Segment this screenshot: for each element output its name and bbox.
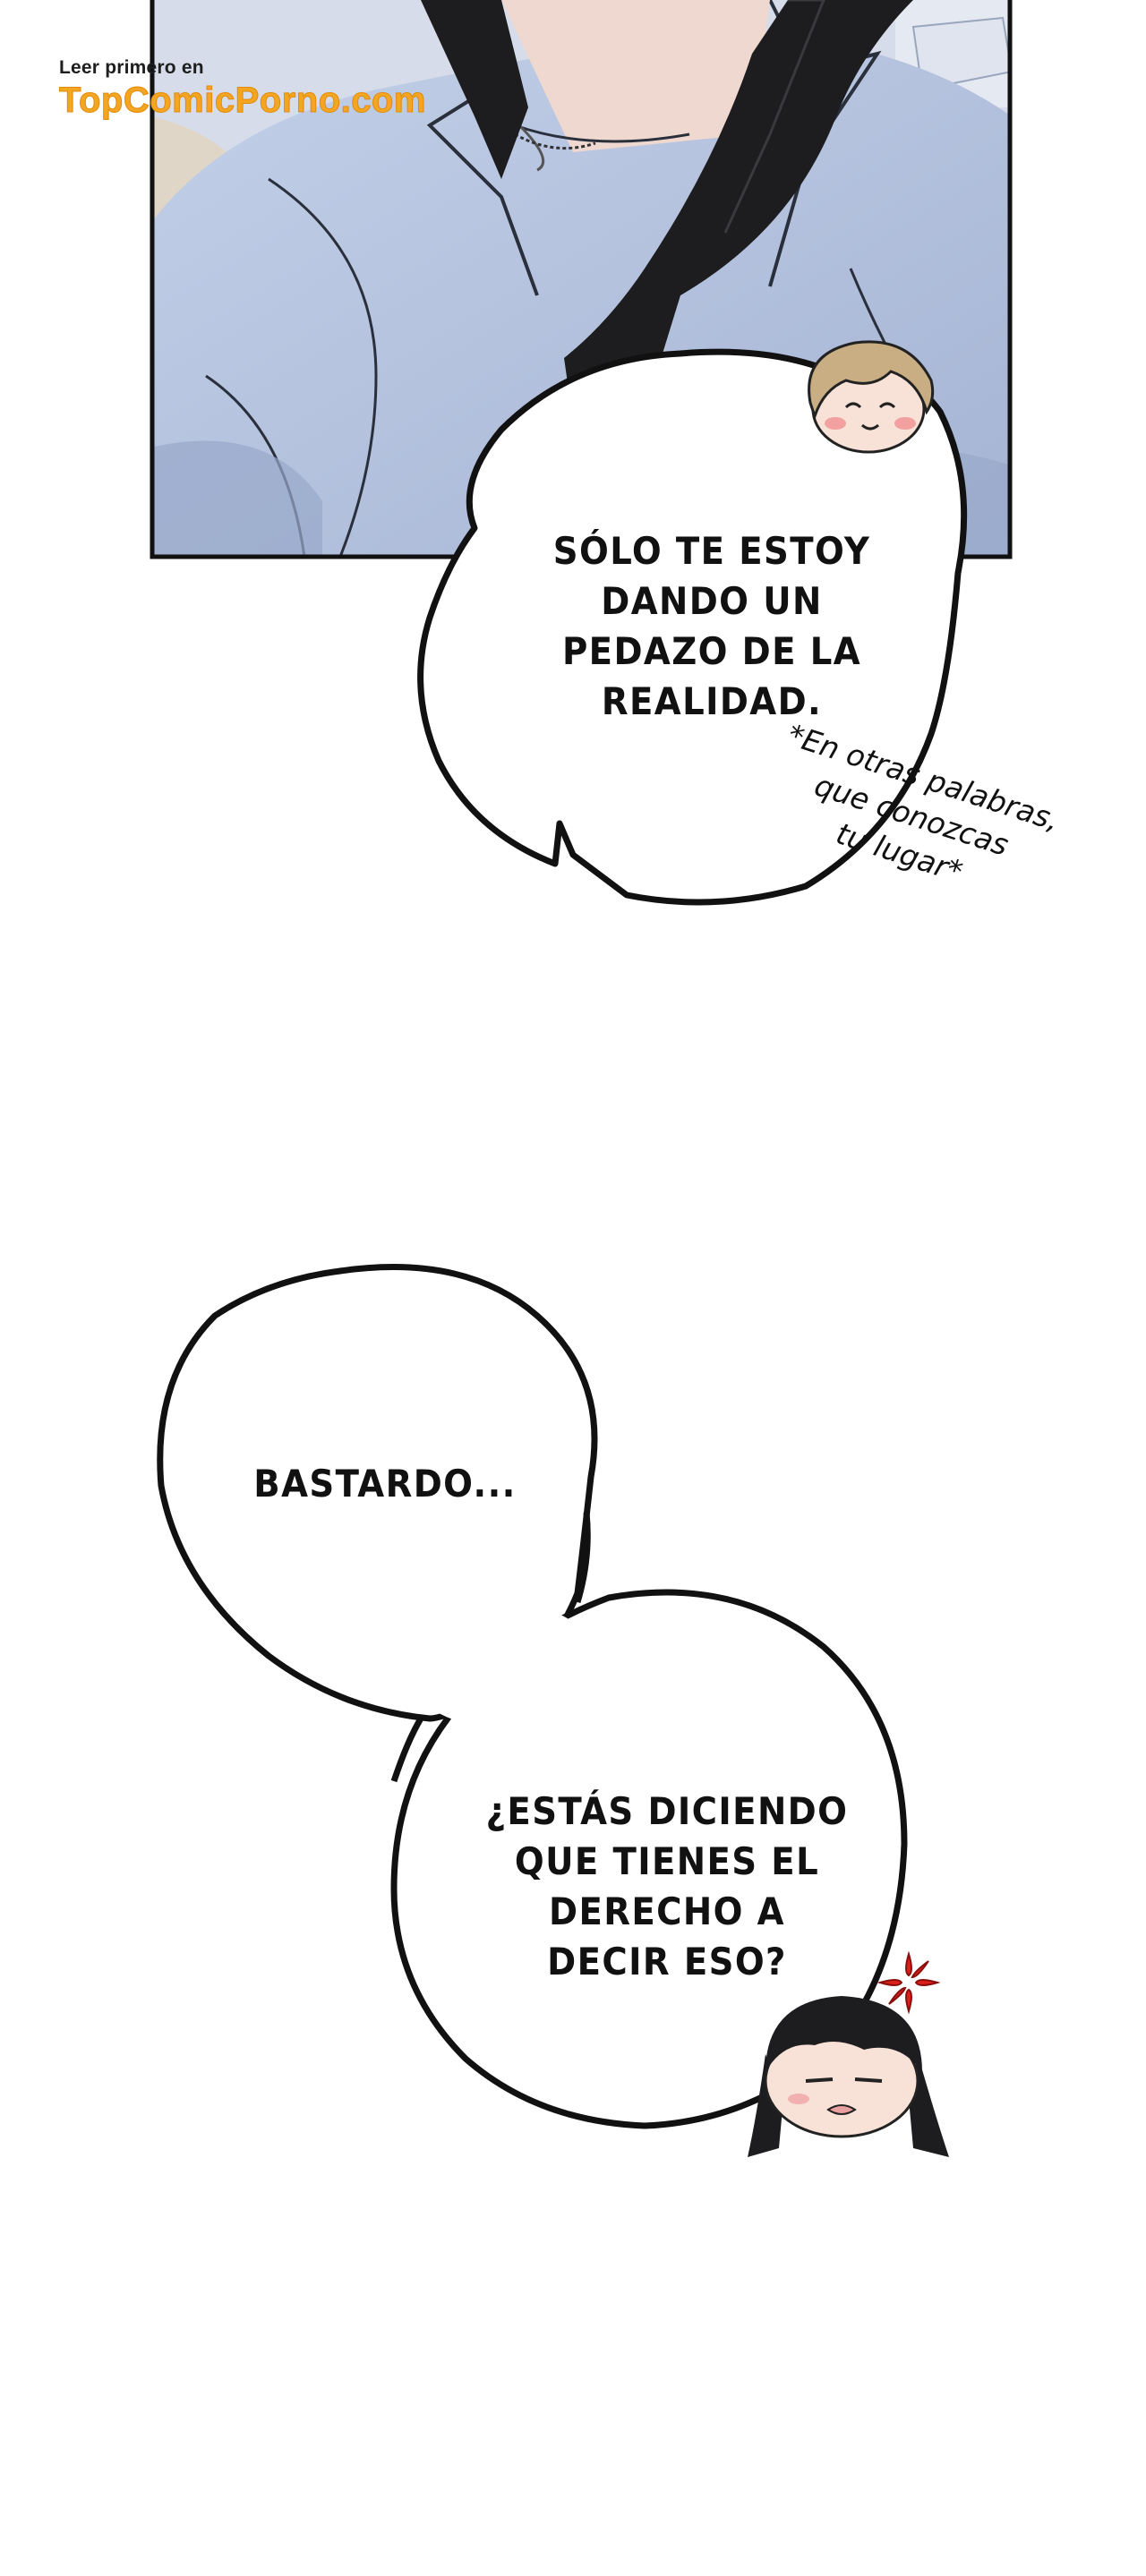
anger-mark-icon [877, 1950, 941, 2015]
watermark-site: TopComicPorno.com [59, 81, 426, 121]
bubble-line: ¿ESTÁS DICIENDO [485, 1789, 849, 1833]
bubble-line: DERECHO A [549, 1889, 785, 1933]
chibi-girl-icon [748, 1996, 949, 2157]
bubble-3-text: ¿ESTÁS DICIENDO QUE TIENES EL DERECHO A … [469, 1787, 865, 1987]
bubble-line: REALIDAD. [601, 679, 823, 723]
chibi-boy-icon [808, 340, 935, 454]
hair [421, 0, 528, 179]
bubble-1-text: SÓLO TE ESTOY DANDO UN PEDAZO DE LA REAL… [518, 526, 905, 727]
bubble-line: DANDO UN [601, 579, 823, 623]
watermark-caption: Leer primero en [59, 57, 204, 78]
bubble-line: BASTARDO... [253, 1462, 517, 1506]
bubble-line: SÓLO TE ESTOY [552, 529, 871, 573]
watermark: Leer primero en TopComicPorno.com [59, 57, 426, 121]
bubble-2-text: BASTARDO... [220, 1459, 550, 1509]
bubble-line: QUE TIENES EL [514, 1839, 820, 1883]
bubble-line: DECIR ESO? [547, 1940, 787, 1983]
bubble-line: PEDAZO DE LA [561, 629, 862, 673]
